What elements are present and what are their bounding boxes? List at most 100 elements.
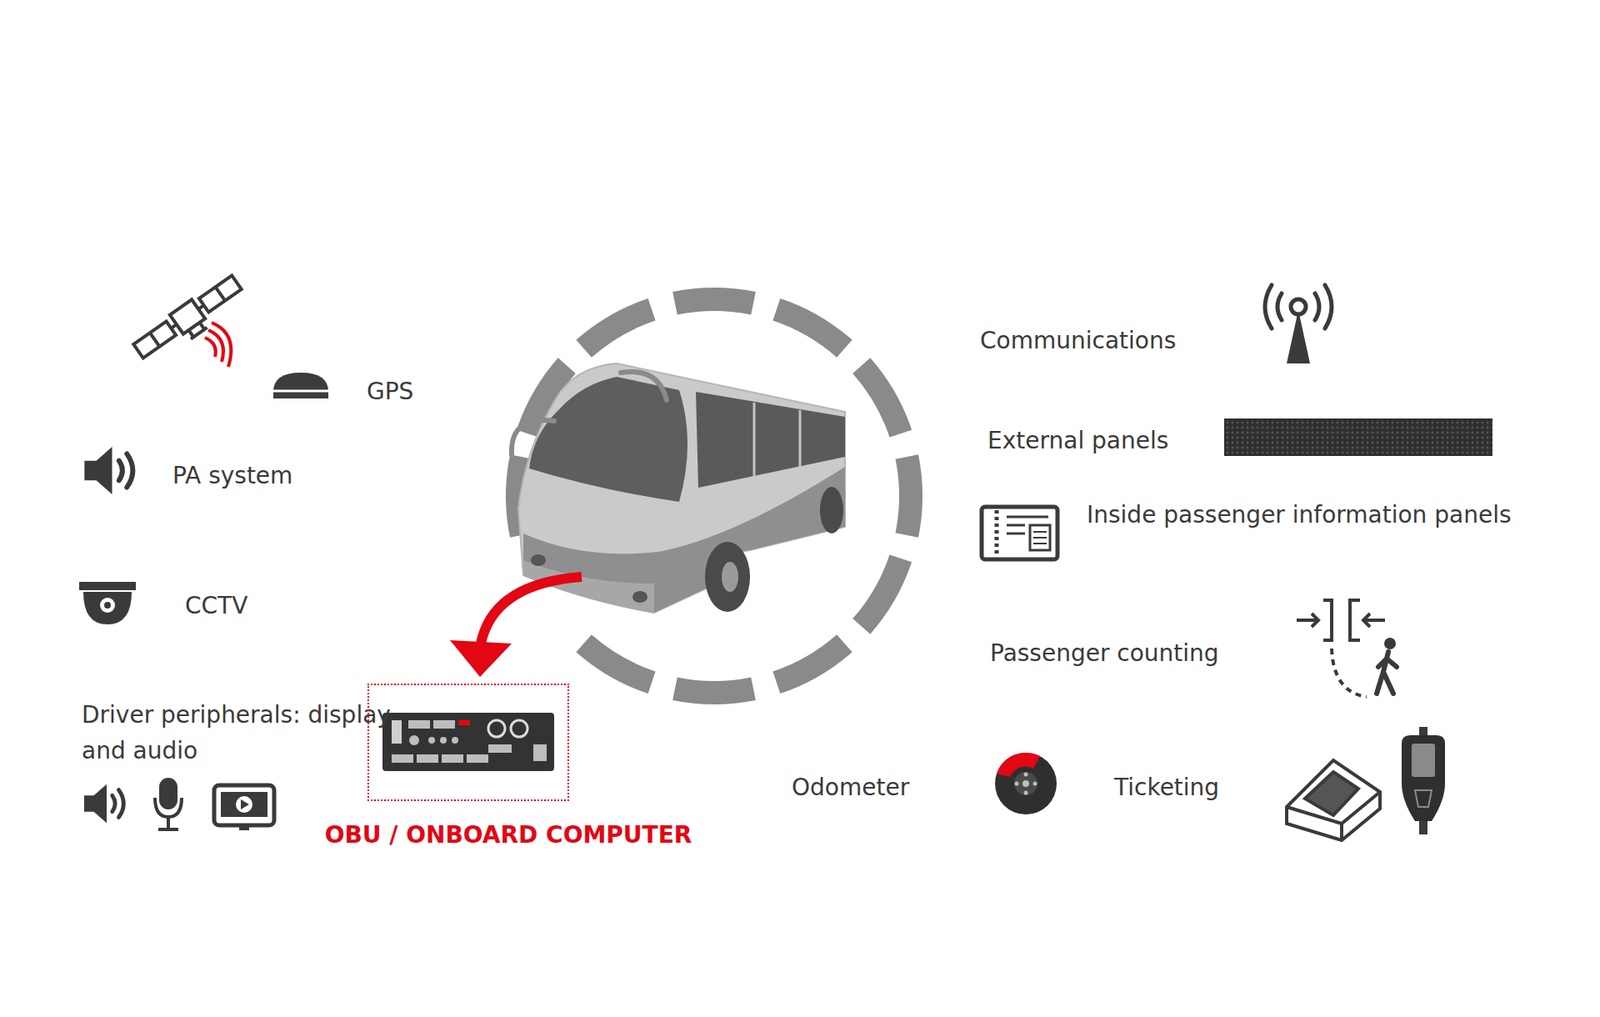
obu-device (441, 754, 464, 763)
antenna-tower-icon (1286, 310, 1310, 364)
bus-illustration (799, 410, 802, 467)
ring-segment (672, 287, 756, 315)
gps-antenna (273, 372, 329, 399)
box-heading: OBU / ONBOARD COMPUTER (312, 820, 705, 850)
ring-segment (852, 357, 912, 437)
obu-device (391, 754, 414, 763)
antenna-tower-icon (1315, 293, 1320, 320)
info-panel-icon (1033, 530, 1047, 533)
passenger-counting-icon (1363, 613, 1385, 627)
info-panel-icon (995, 510, 1000, 556)
microphone-icon (155, 797, 182, 817)
info-panel-icon (1006, 532, 1025, 535)
driver-speaker-icon (84, 784, 124, 823)
cctv-icon (79, 581, 136, 625)
brake-disc-icon (1014, 771, 1038, 795)
bus-illustration (695, 391, 845, 488)
brake-disc-icon (1024, 790, 1029, 795)
component-label: CCTV (185, 587, 248, 624)
signal-waves (211, 322, 231, 367)
obu-device (466, 754, 489, 763)
passenger-counting-icon (1296, 613, 1319, 627)
display-icon (214, 785, 275, 830)
handheld-terminal-icon (1401, 726, 1445, 835)
obu-device (488, 720, 505, 737)
display-icon (220, 791, 268, 817)
obu-device (458, 720, 470, 725)
bus-illustration (753, 402, 756, 477)
microphone-icon (166, 816, 170, 828)
cctv-icon (79, 581, 136, 590)
ring-segment (672, 677, 756, 705)
cctv-icon (100, 597, 115, 613)
handheld-terminal-icon (1401, 735, 1445, 821)
info-panel-icon (1033, 536, 1047, 539)
obu-device (382, 712, 555, 771)
satellite-icon (170, 324, 177, 329)
satellite-icon (198, 305, 205, 310)
component-label: Passenger counting (990, 635, 1220, 671)
cctv-icon (104, 601, 111, 609)
signal-waves (205, 322, 231, 367)
display-icon (214, 785, 275, 825)
component-label: GPS (366, 373, 414, 410)
obu-device (440, 736, 447, 744)
display-icon (239, 825, 250, 830)
red-arrow (450, 576, 582, 677)
handheld-terminal-icon (1419, 820, 1428, 835)
component-label: Odometer (791, 769, 910, 805)
bus-illustration (632, 590, 648, 603)
bus-illustration (620, 371, 667, 400)
info-panel-icon (981, 506, 1058, 560)
red-arrow (480, 576, 582, 644)
antenna-tower-icon (1265, 285, 1272, 329)
ring-segment (575, 298, 655, 358)
obu-device (433, 720, 455, 729)
component-label: Ticketing (1114, 769, 1220, 805)
satellite-icon (133, 321, 176, 359)
display-icon (240, 799, 250, 810)
satellite-icon (170, 299, 205, 334)
obu-device (533, 744, 547, 761)
obu-device (382, 712, 555, 771)
validator-icon (1305, 771, 1359, 815)
obu-device (451, 736, 459, 744)
ring-segment (772, 634, 852, 694)
satellite-icon (131, 272, 249, 368)
ring-segments (505, 287, 923, 705)
handheld-terminal-icon (1415, 790, 1432, 807)
ring-segment (895, 454, 923, 538)
passenger-counting-icon (1331, 648, 1367, 697)
antenna-tower-icon (1290, 299, 1306, 315)
gps-antenna (273, 372, 329, 399)
passenger-counting-icon (1384, 637, 1396, 650)
obu-device (416, 754, 439, 763)
component-label: External panels (987, 422, 1169, 459)
microphone-icon (158, 827, 179, 831)
cctv-icon (83, 591, 132, 625)
passenger-counting-icon (1323, 600, 1332, 640)
satellite-icon (199, 275, 242, 313)
validator-icon (1340, 823, 1344, 840)
bus-illustration (530, 554, 546, 566)
obu-device (428, 736, 435, 744)
dotted-frame (367, 683, 570, 801)
info-panel-icon (1030, 525, 1050, 550)
satellite-icon (185, 320, 207, 340)
component-label: Driver peripherals: display and audio (81, 696, 399, 769)
info-panel-icon (1033, 542, 1047, 545)
pa-speaker-icon (84, 446, 133, 495)
brake-disc-icon (995, 752, 1057, 815)
obu-box: OBU / ONBOARD COMPUTER (312, 683, 705, 850)
antenna-tower-icon (1325, 285, 1332, 329)
satellite-icon (215, 286, 225, 300)
obu-device (510, 720, 528, 737)
brake-disc-icon (1033, 781, 1038, 786)
brake-disc-icon (1022, 780, 1030, 787)
brake-disc-icon (1024, 772, 1029, 777)
red-arrow (450, 640, 512, 677)
antenna-tower-icon (1265, 285, 1332, 364)
antenna-tower-icon (1277, 293, 1282, 320)
signal-waves (205, 337, 216, 357)
